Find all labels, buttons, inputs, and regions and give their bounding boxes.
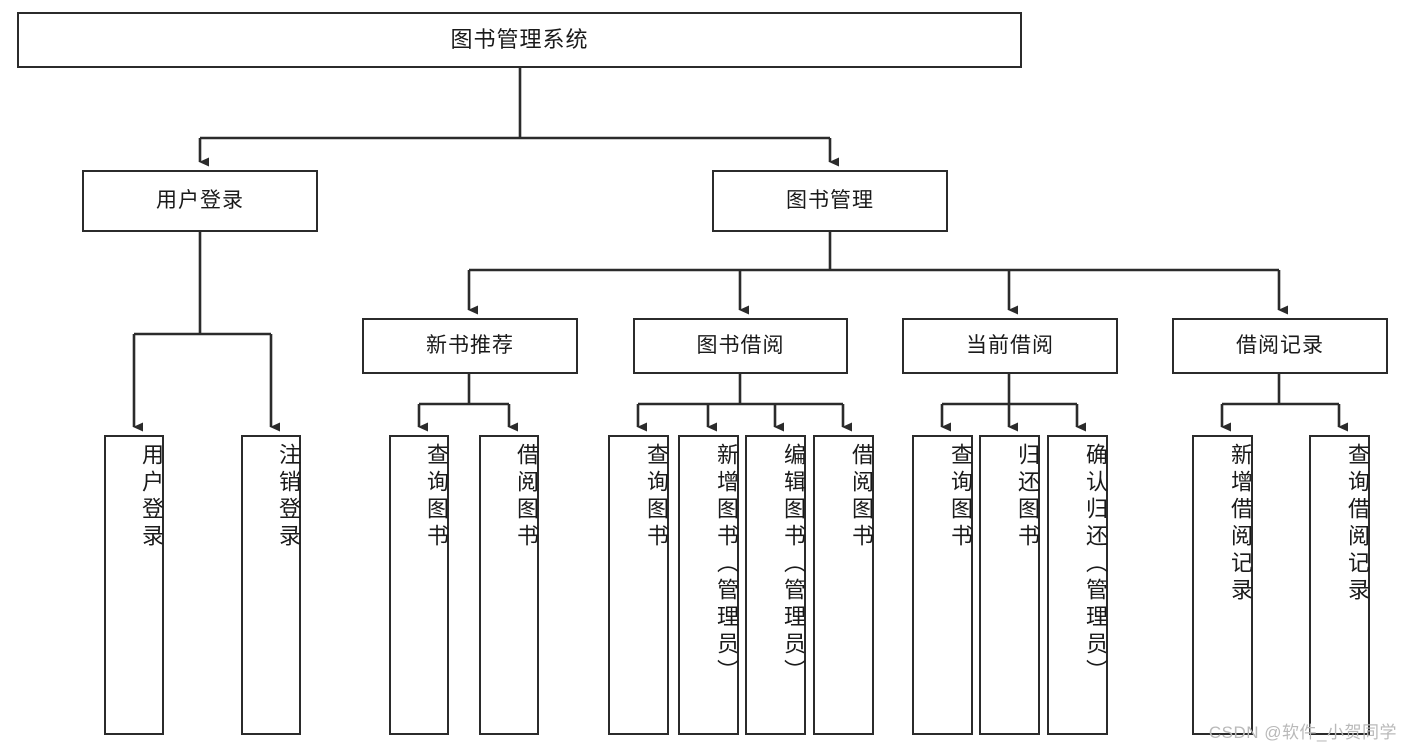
node-leaf-user-logout-label: 注销登录 [276,443,301,551]
node-current-borrow-label: 当前借阅 [966,334,1054,358]
node-leaf-borrow-book-2[interactable]: 借阅图书 [813,435,874,735]
node-leaf-edit-book[interactable]: 编辑图书（管理员） [745,435,806,735]
node-leaf-borrow-book-1[interactable]: 借阅图书 [479,435,539,735]
node-root-label: 图书管理系统 [450,26,589,52]
node-borrow-record-label: 借阅记录 [1236,334,1324,358]
node-book-manage-label: 图书管理 [786,189,874,213]
node-leaf-user-login[interactable]: 用户登录 [104,435,164,735]
node-book-borrow-label: 图书借阅 [696,334,785,358]
node-book-borrow[interactable]: 图书借阅 [633,318,848,374]
node-leaf-query-record[interactable]: 查询借阅记录 [1309,435,1370,735]
node-leaf-add-book[interactable]: 新增图书（管理员） [678,435,739,735]
node-leaf-return-book[interactable]: 归还图书 [979,435,1040,735]
node-leaf-user-login-label: 用户登录 [139,443,164,551]
node-user-login-label: 用户登录 [156,189,244,213]
node-leaf-borrow-book-2-label: 借阅图书 [849,443,874,551]
watermark-text: CSDN @软件_小贺同学 [1208,723,1397,742]
node-leaf-query-book-3-label: 查询图书 [948,443,973,551]
node-borrow-record[interactable]: 借阅记录 [1172,318,1388,374]
node-leaf-confirm-return-label: 确认归还（管理员） [1083,443,1108,686]
node-leaf-add-book-label: 新增图书（管理员） [714,443,739,686]
node-leaf-user-logout[interactable]: 注销登录 [241,435,301,735]
node-leaf-query-book-2[interactable]: 查询图书 [608,435,669,735]
node-book-manage[interactable]: 图书管理 [712,170,948,232]
node-new-book-recommend[interactable]: 新书推荐 [362,318,578,374]
node-leaf-query-book-3[interactable]: 查询图书 [912,435,973,735]
node-root[interactable]: 图书管理系统 [17,12,1022,68]
node-leaf-add-record[interactable]: 新增借阅记录 [1192,435,1253,735]
node-current-borrow[interactable]: 当前借阅 [902,318,1118,374]
node-leaf-query-book-2-label: 查询图书 [644,443,669,551]
node-leaf-add-record-label: 新增借阅记录 [1228,443,1253,605]
node-user-login[interactable]: 用户登录 [82,170,318,232]
node-leaf-query-book-1[interactable]: 查询图书 [389,435,449,735]
node-leaf-borrow-book-1-label: 借阅图书 [514,443,539,551]
node-leaf-query-book-1-label: 查询图书 [424,443,449,551]
node-leaf-confirm-return[interactable]: 确认归还（管理员） [1047,435,1108,735]
node-leaf-edit-book-label: 编辑图书（管理员） [781,443,806,686]
node-leaf-query-record-label: 查询借阅记录 [1345,443,1370,605]
node-new-book-recommend-label: 新书推荐 [426,334,514,358]
node-leaf-return-book-label: 归还图书 [1015,443,1040,551]
